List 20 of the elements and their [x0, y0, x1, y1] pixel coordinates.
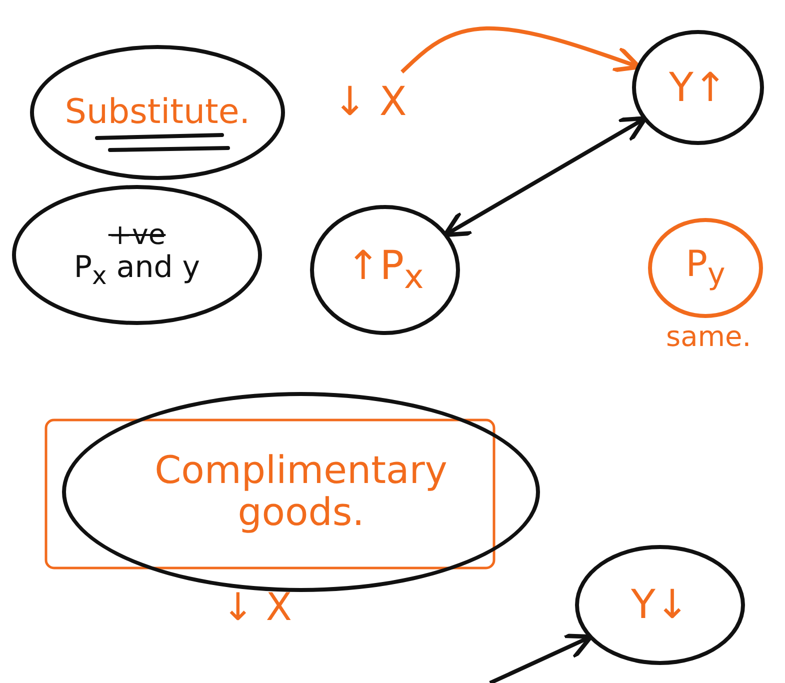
circle — [632, 30, 764, 145]
side-note: same. — [666, 320, 752, 353]
node-text: ↓ X — [333, 80, 407, 124]
arrow — [443, 116, 648, 238]
arrow — [489, 634, 594, 683]
struck-text: +ve — [108, 220, 166, 252]
node-text: Complimentary goods. — [154, 450, 448, 534]
node-text: Y↑ — [669, 66, 727, 110]
node-text: Substitute. — [64, 94, 250, 132]
node-text: Y↓ — [631, 583, 689, 627]
oval — [12, 185, 262, 325]
circle — [310, 205, 460, 335]
text-label: ↓ X — [222, 585, 292, 629]
node-text: P$_{y}$ — [686, 244, 726, 292]
oval — [62, 392, 540, 592]
node-text: P$_{x}$ and y — [74, 251, 200, 290]
node-text: ↑P$_{x}$ — [346, 244, 424, 296]
circle — [648, 218, 763, 318]
oval — [30, 45, 285, 180]
circle — [575, 545, 745, 665]
